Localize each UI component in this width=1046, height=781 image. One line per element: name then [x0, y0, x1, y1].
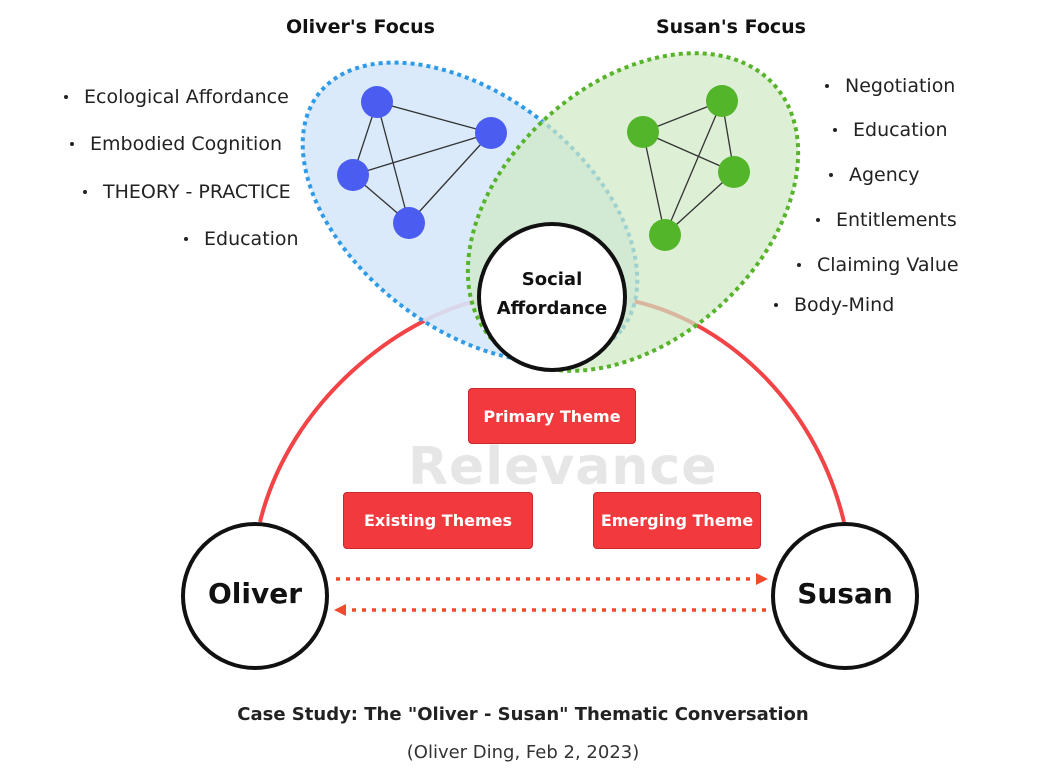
social-affordance-line2: Affordance: [496, 298, 608, 319]
primary-theme-button[interactable]: Primary Theme: [468, 388, 636, 444]
susan-node: [706, 85, 738, 117]
existing-themes-button[interactable]: Existing Themes: [343, 492, 533, 549]
social-affordance-label: Social Affordance: [479, 265, 625, 323]
oliver-circle: [181, 522, 329, 670]
caption-title: Case Study: The "Oliver - Susan" Themati…: [237, 704, 809, 725]
oliver-focus-title: Oliver's Focus: [286, 16, 435, 38]
susan-focus-item: Education: [833, 119, 948, 141]
susan-label: Susan: [797, 577, 893, 610]
caption-subtitle: (Oliver Ding, Feb 2, 2023): [406, 742, 640, 763]
susan-focus-title: Susan's Focus: [656, 16, 806, 38]
oliver-focus-item: Embodied Cognition: [70, 133, 282, 155]
susan-focus-item: Negotiation: [825, 75, 955, 97]
susan-focus-item: Body-Mind: [774, 294, 894, 316]
relevance-watermark: Relevance: [408, 437, 718, 497]
oliver-focus-item: Ecological Affordance: [64, 86, 289, 108]
oliver-focus-item: Education: [184, 228, 299, 250]
oliver-node: [337, 159, 369, 191]
emerging-theme-button[interactable]: Emerging Theme: [593, 492, 761, 549]
susan-node: [649, 219, 681, 251]
susan-focus-item: Entitlements: [816, 209, 957, 231]
susan-node: [718, 156, 750, 188]
susan-focus-item: Agency: [829, 164, 919, 186]
social-affordance-line1: Social: [521, 269, 583, 290]
oliver-node: [361, 86, 393, 118]
susan-circle: [771, 522, 919, 670]
oliver-label: Oliver: [207, 577, 303, 610]
susan-node: [627, 116, 659, 148]
oliver-focus-item: THEORY - PRACTICE: [83, 181, 291, 203]
social-affordance-circle: [477, 222, 627, 372]
susan-focus-item: Claiming Value: [797, 254, 959, 276]
oliver-node: [475, 117, 507, 149]
oliver-node: [393, 207, 425, 239]
